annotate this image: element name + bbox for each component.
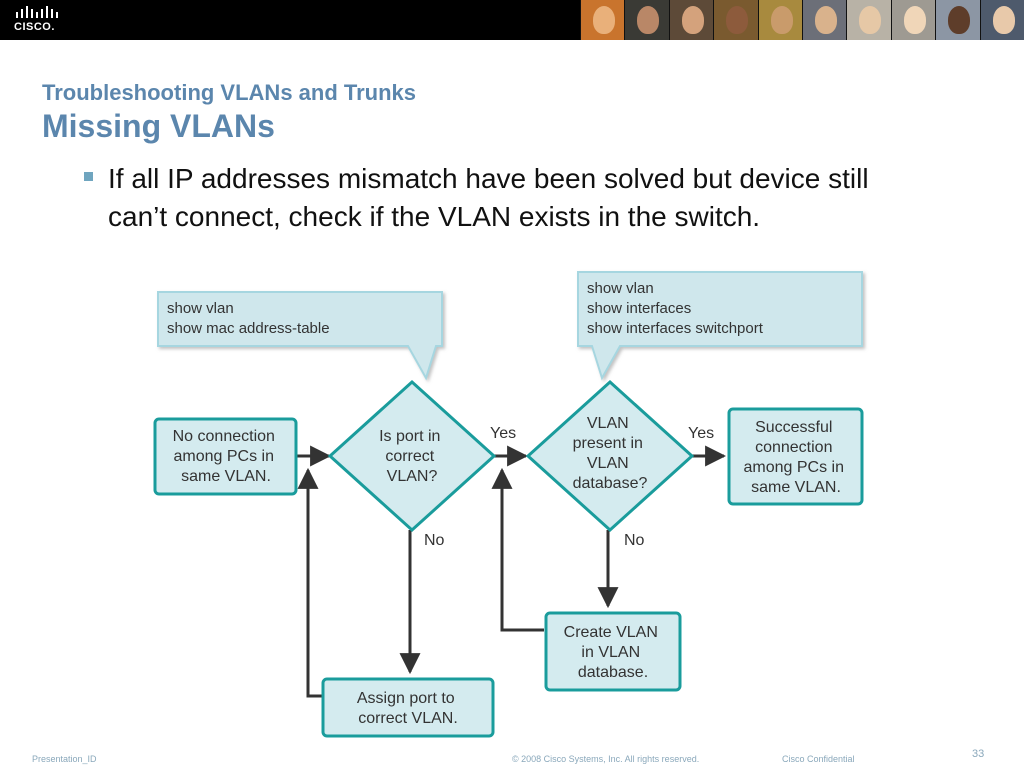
callout-right (577, 271, 863, 381)
logo-text: CISCO. (14, 21, 55, 33)
cisco-logo: CISCO. (14, 6, 64, 36)
box-assign-line: correct VLAN. (358, 710, 458, 727)
callout-right-line: show vlan (587, 280, 654, 297)
svg-text:Yes: Yes (688, 425, 714, 442)
label-yes-1: Yes (490, 425, 516, 442)
box-assign-line: Assign port to (357, 690, 455, 707)
box-start-line: same VLAN. (181, 468, 271, 485)
svg-text:Successful connection: Successful connection among PCs in same … (744, 419, 849, 496)
box-no-connection (153, 417, 298, 496)
arrow-assign-loop (297, 467, 322, 698)
label-no-2: No (624, 532, 645, 549)
footer-copyright: © 2008 Cisco Systems, Inc. All rights re… (512, 754, 700, 764)
footer-confidential: Cisco Confidential (782, 754, 855, 764)
svg-text:Is port in correct VLA: Is port in correct VLAN? (379, 428, 445, 485)
svg-text:VLAN present in VLAN: VLAN present in VLAN database? (573, 415, 648, 492)
label-yes-2: Yes (688, 425, 714, 442)
box-create-line: Create VLAN (564, 624, 658, 641)
svg-text:Assign port to correct VLA: Assign port to correct VLAN. (357, 690, 459, 727)
header-photo (846, 0, 891, 40)
box-create-line: in VLAN (581, 644, 640, 661)
header-photo-strip (580, 0, 1024, 40)
header-photo (713, 0, 758, 40)
box-start-line: No connection (173, 428, 275, 445)
header-photo (668, 0, 714, 40)
svg-text:Create VLAN in VLAN da: Create VLAN in VLAN database. (564, 624, 663, 681)
arrow-create-loop (491, 467, 544, 632)
header-photo (580, 0, 625, 40)
bullet-square-icon (84, 172, 93, 181)
box-create-vlan (544, 611, 682, 692)
box-create-line: database. (578, 664, 648, 681)
decision-vlan-present (525, 379, 695, 533)
svg-text:Yes: Yes (490, 425, 516, 442)
bullet-text: If all IP addresses mismatch have been s… (108, 163, 869, 232)
label-no-1: No (424, 532, 445, 549)
callout-left-line: show vlan (167, 300, 234, 317)
box-success-line: same VLAN. (751, 479, 841, 496)
svg-text:No: No (424, 532, 445, 549)
cisco-bars-icon (16, 6, 58, 18)
box-success-line: connection (755, 439, 832, 456)
decision-port-vlan (327, 379, 497, 533)
header-photo (757, 0, 803, 40)
box-start-line: among PCs in (174, 448, 275, 465)
decision2-line: database? (573, 475, 648, 492)
header-photo (935, 0, 980, 40)
callout-left (157, 291, 443, 381)
header-photo (979, 0, 1024, 40)
svg-text:show vlan show interfaces: show vlan show interfaces show interface… (587, 280, 764, 337)
box-assign-port (321, 677, 495, 738)
header-photo (890, 0, 936, 40)
decision2-line: VLAN (587, 415, 629, 432)
box-success-line: among PCs in (744, 459, 845, 476)
callout-right-line: show interfaces (587, 300, 691, 317)
decision2-line: VLAN (587, 455, 629, 472)
page-number: 33 (972, 748, 985, 760)
slide-title: Missing VLANs (42, 108, 275, 144)
slide-subtitle: Troubleshooting VLANs and Trunks (42, 80, 417, 105)
callout-right-line: show interfaces switchport (587, 320, 764, 337)
top-banner: CISCO. (0, 0, 1024, 40)
decision1-line: Is port in (379, 428, 440, 445)
svg-text:show vlan show mac address: show vlan show mac address-table (167, 300, 330, 337)
callout-left-line: show mac address-table (167, 320, 330, 337)
box-success-line: Successful (755, 419, 832, 436)
box-successful-connection (727, 407, 864, 506)
svg-text:No connection among PCs in: No connection among PCs in same VLAN. (173, 428, 280, 485)
footer-presentation-id: Presentation_ID (32, 754, 97, 764)
decision1-line: correct (385, 448, 434, 465)
decision2-line: present in (573, 435, 643, 452)
header-photo (624, 0, 669, 40)
decision1-line: VLAN? (387, 468, 438, 485)
header-photo (802, 0, 847, 40)
svg-text:No: No (624, 532, 645, 549)
